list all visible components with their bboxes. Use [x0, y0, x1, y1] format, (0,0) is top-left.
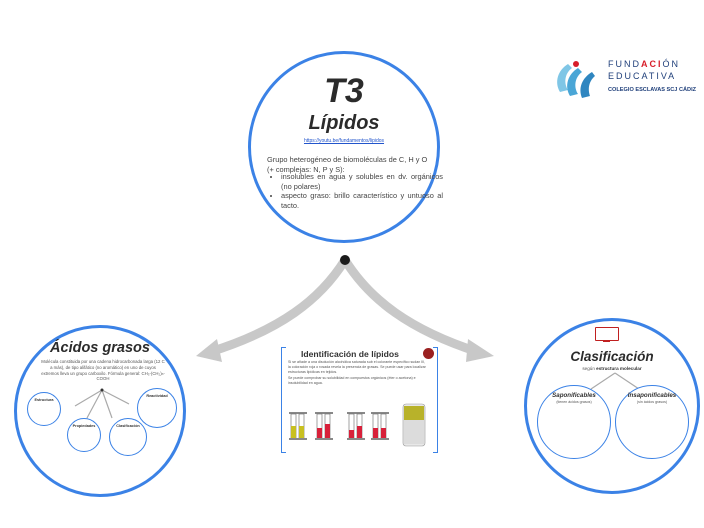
classification-circle[interactable]: Clasificación según estructura molecular…	[524, 318, 700, 494]
card-bullet: Se puede comprobar su solubilidad en com…	[288, 375, 416, 385]
topic-description: Grupo heterogéneo de biomoléculas de C, …	[267, 155, 428, 174]
subtopic-classification[interactable]: Clasificación	[109, 418, 147, 456]
logo-line-2: EDUCATIVA	[608, 71, 677, 81]
branch-right	[341, 257, 480, 357]
fatty-acids-circle[interactable]: Ácidos grasos Molécula constituida por u…	[14, 325, 186, 497]
classification-title: Clasificación	[570, 349, 654, 364]
unsaponifiable-circle[interactable]: Insaponificables (sin ácidos grasos)	[615, 385, 689, 459]
test-tubes-illustration	[289, 403, 426, 447]
bracket-left	[281, 347, 286, 453]
arrowhead-left	[196, 339, 222, 362]
card-bullet: Si se añade a una disolución alcohólica …	[288, 360, 426, 375]
monitor-icon	[595, 327, 619, 341]
topic-bullet: aspecto graso: brillo característico y u…	[281, 191, 443, 210]
branch-left	[208, 257, 349, 357]
topic-link[interactable]: https://youtu.be/fundamentos/lipidos	[303, 138, 385, 144]
saponifiable-circle[interactable]: Saponificables (tienen ácidos grasos)	[537, 385, 611, 459]
card-text: Si se añade a una disolución alcohólica …	[288, 360, 426, 386]
monitor-stand	[603, 340, 610, 342]
bracket-right	[433, 347, 438, 453]
classification-arrows	[590, 372, 640, 390]
subtopic-properties[interactable]: Propiedades	[67, 418, 101, 452]
branch-node	[340, 255, 350, 265]
subtopic-reactivity[interactable]: Reactividad	[137, 388, 177, 428]
arrowhead-right	[466, 339, 494, 362]
topic-code: T3	[324, 72, 364, 110]
logo-line-1: FUNDACIÓN	[608, 59, 680, 69]
topic-bullet: insolubles en agua y solubles en dv. org…	[281, 172, 443, 191]
lab-icon	[423, 348, 434, 359]
topic-bullets: insolubles en agua y solubles en dv. org…	[267, 172, 443, 211]
main-topic-circle[interactable]: T3 Lípidos https://youtu.be/fundamentos/…	[248, 51, 443, 243]
lipid-identification-card[interactable]: Identificación de lípidos Si se añade a …	[281, 343, 438, 454]
classification-subtitle: según estructura molecular	[582, 366, 642, 371]
subtopic-arrows	[74, 388, 130, 419]
hands-logo-icon	[557, 61, 595, 98]
topic-title: Lípidos	[308, 112, 380, 134]
logo-line-3: COLEGIO ESCLAVAS SCJ CÁDIZ	[608, 87, 697, 93]
card-title: Identificación de lípidos	[301, 349, 399, 359]
subtopic-structure[interactable]: Estructura	[27, 392, 61, 426]
school-logo: FUNDACIÓN EDUCATIVA COLEGIO ESCLAVAS SCJ…	[550, 56, 698, 104]
fatty-acids-description: Molécula constituida por una cadena hidr…	[41, 359, 165, 382]
fatty-acids-title: Ácidos grasos	[50, 340, 150, 356]
